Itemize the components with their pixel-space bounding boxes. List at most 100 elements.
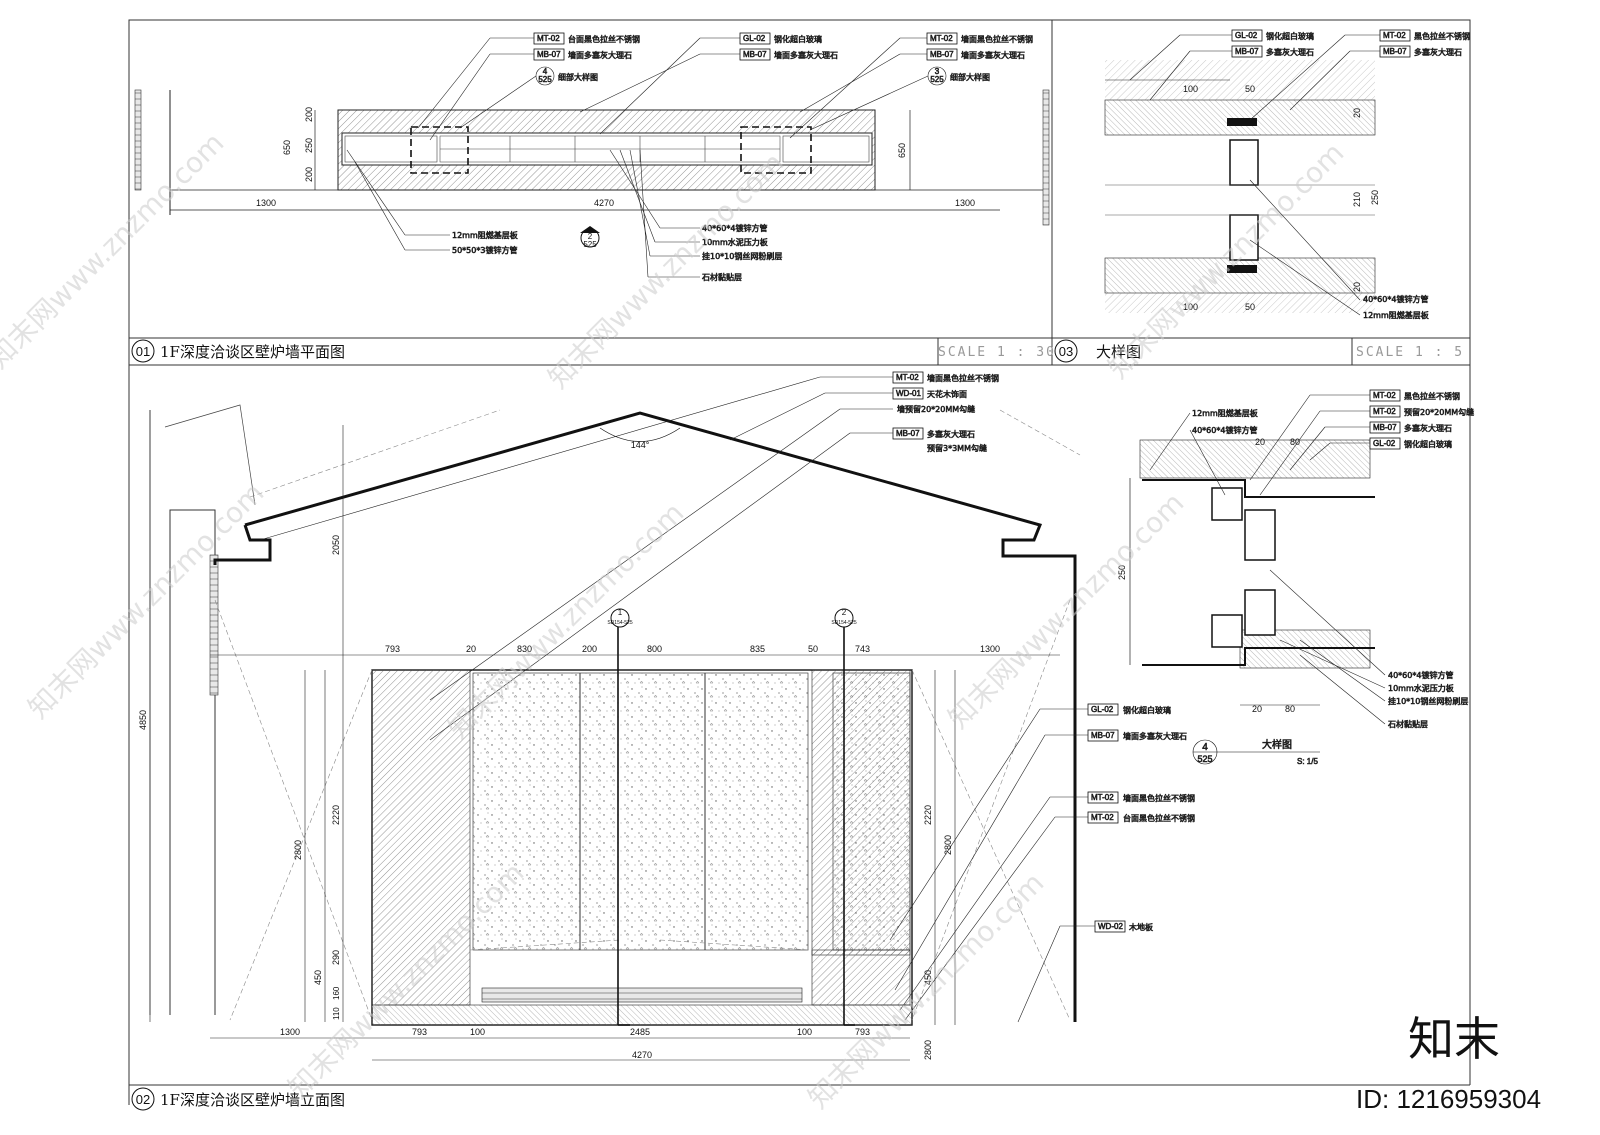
svg-text:MT-02: MT-02 [896,373,919,382]
svg-text:10mm水泥压力板: 10mm水泥压力板 [1388,683,1454,693]
svg-text:钢化超白玻璃: 钢化超白玻璃 [774,34,822,44]
elevation-callouts: MT-02 墙面黑色拉丝不锈钢 WD-01 天花木饰面 墙预留20*20MM勾缝… [259,371,1195,1023]
svg-text:WD-01: WD-01 [896,389,921,398]
svg-text:预留20*20MM勾缝: 预留20*20MM勾缝 [1404,407,1474,417]
svg-text:知末: 知末 [1408,1012,1500,1066]
svg-text:525: 525 [930,75,944,84]
svg-text:110: 110 [332,1007,341,1020]
elev-section-mark-2[interactable]: 2 SD154-525 [831,608,857,628]
svg-text:40*60*4镀锌方管: 40*60*4镀锌方管 [702,223,767,233]
svg-text:WD-02: WD-02 [1098,922,1123,931]
svg-text:1300: 1300 [256,198,276,208]
svg-text:793: 793 [412,1027,427,1037]
sheet-frames [128,19,1471,1105]
svg-text:80: 80 [1285,704,1295,714]
svg-text:MB-07: MB-07 [930,50,954,59]
svg-text:SCALE 1 : 5: SCALE 1 : 5 [1356,345,1464,360]
svg-text:SD154-525: SD154-525 [831,620,857,626]
svg-text:墙面多塞灰大理石: 墙面多塞灰大理石 [961,50,1025,60]
svg-text:100: 100 [1183,84,1198,94]
svg-text:GL-02: GL-02 [743,34,766,43]
svg-text:ID: 1216959304: ID: 1216959304 [1356,1084,1541,1114]
svg-text:天花木饰面: 天花木饰面 [927,389,967,399]
detail-4-drawing: 250 20 80 20 80 [1117,437,1375,714]
svg-text:2485: 2485 [630,1027,650,1037]
svg-text:MB-07: MB-07 [896,429,920,438]
svg-text:250: 250 [304,138,314,153]
svg-text:50: 50 [1245,84,1255,94]
brand-logo: 知末 ID: 1216959304 [1356,1012,1541,1114]
svg-text:4850: 4850 [138,710,148,730]
svg-text:MB-07: MB-07 [743,50,767,59]
svg-text:200: 200 [304,107,314,122]
svg-text:钢化超白玻璃: 钢化超白玻璃 [1266,31,1314,41]
svg-text:台面黑色拉丝不锈钢: 台面黑色拉丝不锈钢 [568,34,640,44]
svg-text:钢化超白玻璃: 钢化超白玻璃 [1404,439,1452,449]
svg-text:2: 2 [842,608,847,617]
svg-text:525: 525 [583,240,597,249]
svg-text:MT-02: MT-02 [1373,407,1396,416]
svg-text:100: 100 [470,1027,485,1037]
svg-text:MT-02: MT-02 [930,34,953,43]
svg-text:MB-07: MB-07 [1383,47,1407,56]
svg-text:2220: 2220 [923,805,933,825]
svg-text:墙面黑色拉丝不锈钢: 墙面黑色拉丝不锈钢 [927,373,999,383]
svg-text:GL-02: GL-02 [1091,705,1114,714]
svg-text:1: 1 [618,608,623,617]
svg-text:MT-02: MT-02 [537,34,560,43]
svg-text:3: 3 [935,67,940,76]
svg-text:墙面多塞灰大理石: 墙面多塞灰大理石 [1123,731,1187,741]
svg-text:黑色拉丝不锈钢: 黑色拉丝不锈钢 [1404,391,1460,401]
svg-text:MT-02: MT-02 [1373,391,1396,400]
plan-drawing: 1300 4270 1300 650 200 250 200 650 2 525 [134,89,1050,249]
svg-text:1F深度洽谈区壁炉墙平面图: 1F深度洽谈区壁炉墙平面图 [160,343,345,361]
detail-3-drawing: 100 50 20 210 250 20 100 50 [1104,60,1380,313]
svg-text:100: 100 [797,1027,812,1037]
svg-text:大样图: 大样图 [1262,738,1292,751]
svg-text:02: 02 [136,1092,150,1107]
svg-text:450: 450 [313,970,323,985]
elev-section-mark-1[interactable]: 1 SD154-525 [607,608,633,628]
svg-text:10mm水泥压力板: 10mm水泥压力板 [702,237,768,247]
svg-text:GL-02: GL-02 [1235,31,1258,40]
svg-text:4: 4 [1202,742,1208,753]
svg-text:木地板: 木地板 [1129,922,1153,932]
svg-text:石材黏贴层: 石材黏贴层 [1388,719,1428,729]
svg-text:40*60*4镀锌方管: 40*60*4镀锌方管 [1363,294,1428,304]
svg-text:800: 800 [647,644,662,654]
svg-text:835: 835 [750,644,765,654]
svg-text:01: 01 [136,344,150,359]
svg-text:MB-07: MB-07 [1235,47,1259,56]
svg-text:墙面多塞灰大理石: 墙面多塞灰大理石 [774,50,838,60]
svg-text:多塞灰大理石: 多塞灰大理石 [927,429,975,439]
svg-text:知末网www.znzmo.com: 知末网www.znzmo.com [942,486,1191,735]
svg-text:1300: 1300 [955,198,975,208]
svg-text:细部大样图: 细部大样图 [950,72,990,82]
svg-text:03: 03 [1059,344,1073,359]
svg-text:20: 20 [1255,437,1265,447]
svg-text:100: 100 [1183,302,1198,312]
svg-text:SCALE 1 : 30: SCALE 1 : 30 [938,345,1056,360]
svg-text:台面黑色拉丝不锈钢: 台面黑色拉丝不锈钢 [1123,813,1195,823]
svg-text:525: 525 [1197,754,1212,764]
detail-3-callouts: GL-02 钢化超白玻璃 MB-07 多塞灰大理石 MT-02 黑色拉丝不锈钢 … [1129,29,1470,320]
svg-text:50*50*3镀锌方管: 50*50*3镀锌方管 [452,245,517,255]
section-mark-2[interactable]: 2 525 [580,226,600,249]
svg-text:743: 743 [855,644,870,654]
svg-text:石材黏贴层: 石材黏贴层 [702,272,742,282]
svg-text:793: 793 [385,644,400,654]
svg-text:50: 50 [808,644,818,654]
svg-text:多塞灰大理石: 多塞灰大理石 [1404,423,1452,433]
svg-text:830: 830 [517,644,532,654]
svg-text:450: 450 [923,970,933,985]
elevation-drawing: 144° 1 SD154-525 2 [138,404,1081,1061]
svg-text:200: 200 [304,167,314,182]
svg-text:650: 650 [282,140,292,155]
svg-text:黑色拉丝不锈钢: 黑色拉丝不锈钢 [1414,31,1470,41]
svg-text:大样图: 大样图 [1096,343,1141,361]
detail-4-ref[interactable]: 4 525 [1192,739,1320,765]
svg-text:MB-07: MB-07 [537,50,561,59]
svg-text:知末网www.znzmo.com: 知末网www.znzmo.com [22,476,271,725]
svg-text:SD154-525: SD154-525 [607,620,633,626]
svg-text:MT-02: MT-02 [1091,813,1114,822]
